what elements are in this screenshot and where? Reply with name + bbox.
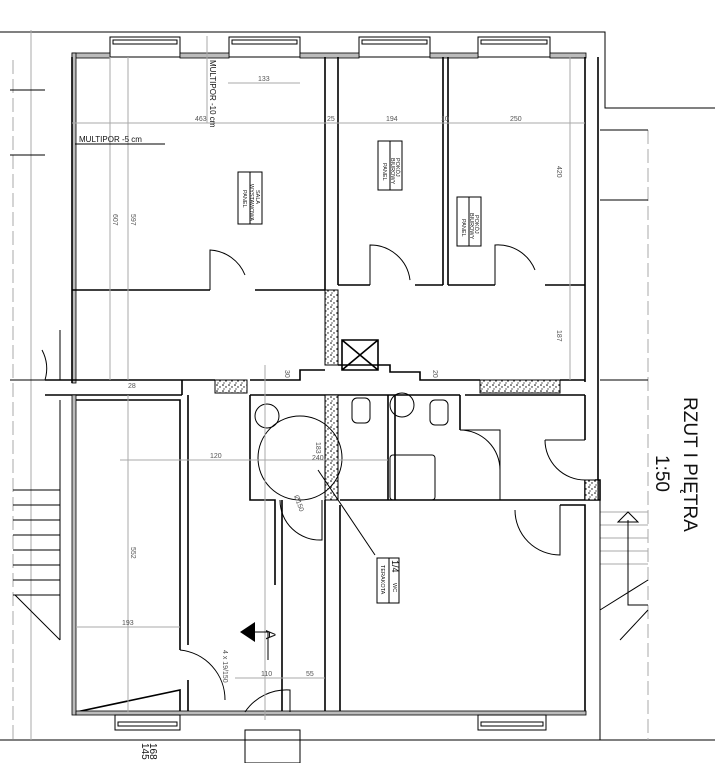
svg-text:PANEL: PANEL [241,190,247,208]
svg-text:PANEL: PANEL [381,163,387,181]
drawing-scale: 1:50 [651,455,672,492]
toilet-icon [429,399,449,426]
stairs-right [599,500,649,740]
outer-contour [0,30,715,741]
svg-text:30: 30 [283,370,290,378]
svg-text:607: 607 [111,214,118,226]
note-multipor-5: MULTIPOR -5 cm [79,135,142,144]
svg-text:POKÓJ: POKÓJ [394,158,401,177]
drawing-title: RZUT I PIĘTRA [679,397,700,532]
dimension-lines [72,36,585,720]
svg-text:55: 55 [306,671,314,678]
note-multipor-10: MULTIPOR -10 cm [208,60,217,128]
svg-text:10: 10 [441,116,449,123]
sink-icon [254,403,280,429]
svg-text:463: 463 [195,116,207,123]
svg-text:BIUROWY: BIUROWY [389,158,395,185]
svg-text:4 x 19/150: 4 x 19/150 [221,650,228,683]
walls [45,52,601,716]
svg-text:552: 552 [129,547,136,559]
bottom-windows [114,714,547,763]
svg-text:28: 28 [128,383,136,390]
svg-text:194: 194 [386,116,398,123]
svg-text:20: 20 [431,370,438,378]
svg-text:110: 110 [261,671,272,678]
section-marker-a: A [240,622,279,660]
doors [41,244,586,713]
svg-text:TERAKOTA: TERAKOTA [379,565,385,595]
dimension-labels: 133 463 607 597 25 194 10 250 420 187 30… [111,76,562,760]
svg-text:WYSTAWOWA: WYSTAWOWA [248,184,254,221]
turning-circle [257,415,343,501]
room-tag-wc: 1/4 WC TERAKOTA [376,557,400,604]
svg-text:420: 420 [555,166,562,178]
svg-text:POKÓJ: POKÓJ [473,215,480,234]
svg-text:BIUROWY: BIUROWY [468,213,474,240]
sink-icon [389,392,415,418]
svg-text:168: 168 [147,743,158,760]
svg-text:25: 25 [327,116,335,123]
svg-text:133: 133 [258,76,270,83]
bathroom-fixtures [120,392,449,556]
svg-text:187: 187 [555,330,562,342]
svg-text:240: 240 [312,455,324,462]
svg-text:Ø150: Ø150 [292,494,304,513]
room-tag-exhibition: SALA WYSTAWOWA PANEL [237,171,263,225]
stairs-left [13,400,61,641]
svg-text:250: 250 [510,116,522,123]
svg-text:PANEL: PANEL [460,219,466,237]
toilet-icon [351,397,371,424]
room-tag-office-2: POKÓJ BIUROWY PANEL [456,196,482,247]
svg-text:A: A [263,630,279,640]
shower-tray-icon [389,454,436,501]
top-windows [109,36,551,58]
svg-text:597: 597 [129,214,136,226]
svg-text:WC: WC [391,583,397,592]
svg-text:183: 183 [314,442,321,454]
svg-text:1/4: 1/4 [390,560,400,573]
svg-text:193: 193 [122,620,134,627]
svg-text:120: 120 [210,453,222,460]
svg-text:SALA: SALA [254,190,260,204]
svg-text:145: 145 [139,743,150,760]
room-tag-office-1: POKÓJ BIUROWY PANEL [377,140,403,191]
